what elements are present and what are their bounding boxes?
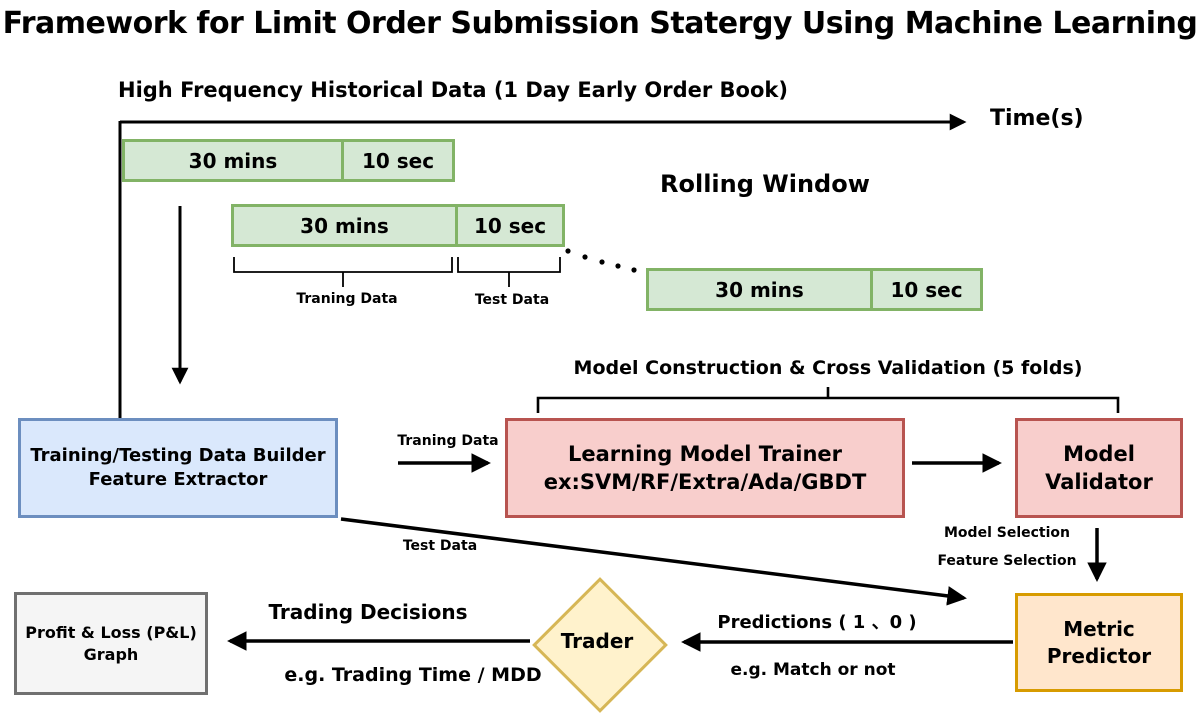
metric-predictor-box: Metric Predictor bbox=[1015, 593, 1183, 692]
trader-label: Trader bbox=[560, 629, 634, 653]
metric-predictor-line2: Predictor bbox=[1046, 643, 1152, 668]
model-construction-label: Model Construction & Cross Validation (5… bbox=[573, 357, 1083, 379]
pnl-graph-box: Profit & Loss (P&L) Graph bbox=[14, 592, 208, 695]
test-data-edge-label: Test Data bbox=[402, 538, 478, 554]
model-trainer-line1: Learning Model Trainer bbox=[568, 441, 842, 466]
predictions-label: Predictions ( 1 、0 ) bbox=[717, 612, 917, 633]
model-selection-label: Model Selection bbox=[944, 525, 1070, 541]
model-construction-bracket bbox=[536, 387, 1120, 413]
test-data-diagonal-arrow bbox=[340, 517, 967, 606]
training-data-brace bbox=[233, 257, 453, 287]
model-trainer-box: Learning Model Trainer ex:SVM/RF/Extra/A… bbox=[505, 418, 905, 518]
window-row-2: 30 mins 10 sec bbox=[231, 204, 565, 247]
window-row-1: 30 mins 10 sec bbox=[122, 139, 455, 182]
diagram-title: Framework for Limit Order Submission Sta… bbox=[2, 6, 1198, 41]
rolling-ellipsis-dots bbox=[565, 248, 637, 273]
pnl-line1: Profit & Loss (P&L) bbox=[25, 622, 197, 642]
test-data-brace-label: Test Data bbox=[474, 292, 550, 308]
window-row-3: 30 mins 10 sec bbox=[646, 268, 983, 311]
trading-decisions-label: Trading Decisions bbox=[268, 600, 468, 624]
pnl-line2: Graph bbox=[83, 644, 139, 664]
model-validator-line1: Model bbox=[1063, 441, 1135, 466]
match-or-not-label: e.g. Match or not bbox=[730, 660, 896, 680]
model-validator-line2: Validator bbox=[1045, 470, 1153, 494]
rolling-window-label: Rolling Window bbox=[660, 170, 870, 198]
window-3-test-cell: 10 sec bbox=[870, 268, 983, 311]
window-1-train-cell: 30 mins bbox=[122, 139, 344, 182]
traning-data-edge-label: Traning Data bbox=[397, 433, 499, 449]
test-data-brace bbox=[457, 257, 561, 287]
data-builder-line1: Training/Testing Data Builder bbox=[30, 444, 326, 466]
data-builder-line2: Feature Extractor bbox=[88, 469, 268, 490]
trading-time-mdd-label: e.g. Trading Time / MDD bbox=[284, 664, 542, 686]
time-axis-label: Time(s) bbox=[990, 106, 1084, 131]
window-3-train-cell: 30 mins bbox=[646, 268, 873, 311]
window-2-train-cell: 30 mins bbox=[231, 204, 458, 247]
model-trainer-line2: ex:SVM/RF/Extra/Ada/GBDT bbox=[543, 470, 867, 494]
training-data-brace-label: Traning Data bbox=[296, 291, 398, 307]
model-validator-box: Model Validator bbox=[1015, 418, 1183, 518]
data-builder-box: Training/Testing Data Builder Feature Ex… bbox=[18, 418, 338, 518]
window-2-test-cell: 10 sec bbox=[455, 204, 565, 247]
historical-data-label: High Frequency Historical Data (1 Day Ea… bbox=[118, 78, 788, 102]
metric-predictor-line1: Metric bbox=[1063, 616, 1135, 641]
window-1-test-cell: 10 sec bbox=[341, 139, 455, 182]
feature-selection-label: Feature Selection bbox=[937, 553, 1077, 569]
